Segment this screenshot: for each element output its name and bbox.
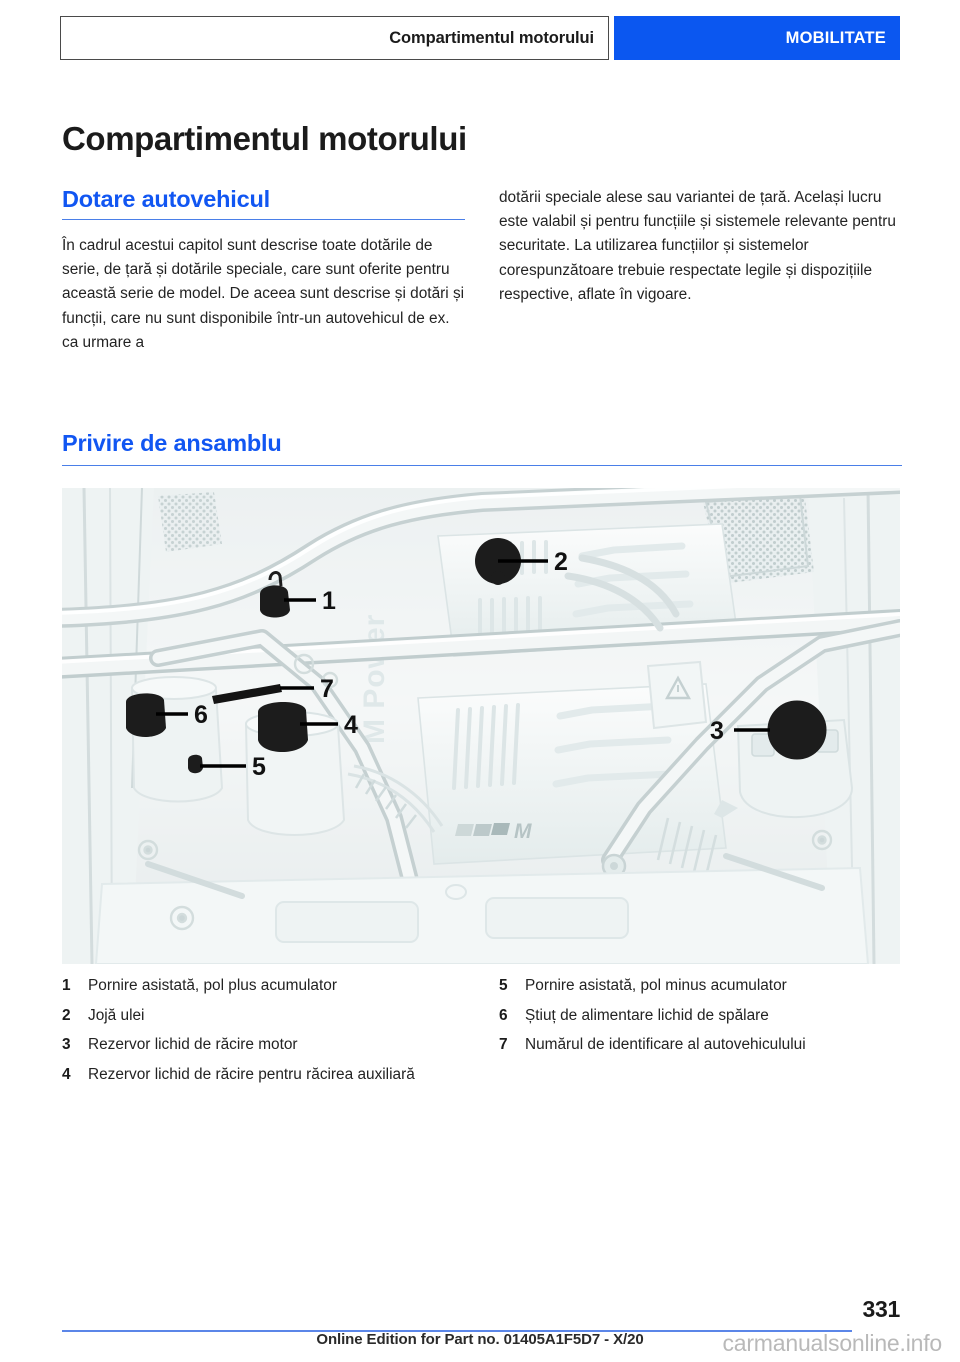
corrugated-boot-right xyxy=(656,817,718,877)
legend-number: 6 xyxy=(499,1006,508,1024)
legend-label: Rezervor lichid de răcire motor xyxy=(88,1036,298,1053)
page-title: Compartimentul motorului xyxy=(62,120,467,158)
bolts xyxy=(137,653,833,931)
legend-number: 3 xyxy=(62,1036,71,1053)
intro-columns: Dotare autovehicul În cadrul acestui cap… xyxy=(62,186,902,355)
svg-text:2: 2 xyxy=(554,548,568,576)
legend-label: Numărul de identificare al autovehiculul… xyxy=(525,1036,806,1053)
header-chapter-label: Compartimentul motorului xyxy=(389,28,594,47)
m-power-text: M Power xyxy=(358,614,391,744)
svg-text:1: 1 xyxy=(322,587,336,615)
legend-number: 5 xyxy=(499,977,508,994)
site-watermark: carmanualsonline.info xyxy=(722,1330,942,1356)
illustration-legend: 1 Pornire asistată, pol plus acumulator … xyxy=(62,975,902,1093)
legend-item: 2 Jojă ulei xyxy=(62,1005,465,1027)
svg-text:6: 6 xyxy=(194,701,208,729)
m-logo: M xyxy=(455,820,532,843)
callout-6: 6 xyxy=(126,693,208,737)
callout-7: 7 xyxy=(212,675,334,704)
svg-text:M: M xyxy=(514,820,532,843)
strut-left-lower xyxy=(149,629,421,897)
footer-edition-note: Online Edition for Part no. 01405A1F5D7 … xyxy=(316,1331,644,1348)
intro-right-column: dotării speciale alese sau variantei de … xyxy=(499,186,902,355)
svg-text:4: 4 xyxy=(344,711,358,739)
warning-cap xyxy=(646,660,708,730)
callout-4: 4 xyxy=(258,701,358,752)
svg-text:7: 7 xyxy=(320,675,334,703)
legend-label: Jojă ulei xyxy=(88,1006,145,1024)
overview-section-heading: Privire de ansamblu xyxy=(62,430,282,456)
legend-item: 7 Numărul de identificare al autovehicul… xyxy=(499,1034,902,1056)
header-section-label: MOBILITATE xyxy=(785,28,886,47)
wiper-arms xyxy=(145,853,825,899)
callout-1: 1 xyxy=(260,571,336,618)
engine-bay-diagram: M M Power xyxy=(62,488,900,964)
callout-2: 2 xyxy=(475,538,568,585)
header-section-tab: MOBILITATE xyxy=(614,16,900,60)
legend-item: 4 Rezervor lichid de răcire pentru răcir… xyxy=(62,1064,465,1086)
legend-number: 7 xyxy=(499,1036,508,1053)
cowl-panel xyxy=(94,866,870,964)
legend-item: 5 Pornire asistată, pol minus acumulator xyxy=(499,975,902,997)
legend-label: Pornire asistată, pol minus acumulator xyxy=(525,977,787,994)
legend-item: 6 Știuț de alimentare lichid de spălare xyxy=(499,1005,902,1027)
svg-text:3: 3 xyxy=(710,717,724,745)
overview-section: Privire de ansamblu xyxy=(62,430,902,466)
legend-item: 1 Pornire asistată, pol plus acumulator xyxy=(62,975,465,997)
equipment-right-paragraph: dotării speciale alese sau variantei de … xyxy=(499,189,896,303)
legend-label: Pornire asistată, pol plus acumulator xyxy=(88,977,337,994)
strut-right-lower xyxy=(601,619,900,879)
legend-number: 4 xyxy=(62,1065,71,1083)
page-header: Compartimentul motorului MOBILITATE xyxy=(60,16,900,60)
engine-compartment-illustration: M M Power xyxy=(62,488,900,964)
legend-label: Rezervor lichid de răcire pentru răcirea… xyxy=(88,1065,415,1083)
svg-text:M Power: M Power xyxy=(358,614,391,744)
header-chapter-tab: Compartimentul motorului xyxy=(60,16,609,60)
page-number: 331 xyxy=(862,1296,901,1322)
corrugated-hose xyxy=(347,764,444,833)
callout-3: 3 xyxy=(710,700,827,760)
legend-number: 2 xyxy=(62,1006,71,1024)
intro-left-column: Dotare autovehicul În cadrul acestui cap… xyxy=(62,186,465,355)
overview-heading-rule xyxy=(62,465,902,466)
equipment-section-heading: Dotare autovehicul xyxy=(62,186,270,212)
hose-bundle xyxy=(564,554,680,632)
legend-left-column: 1 Pornire asistată, pol plus acumulator … xyxy=(62,975,465,1093)
footer-rule xyxy=(62,1330,852,1332)
legend-item: 3 Rezervor lichid de răcire motor xyxy=(62,1034,465,1056)
legend-number: 1 xyxy=(62,977,71,994)
legend-right-column: 5 Pornire asistată, pol minus acumulator… xyxy=(499,975,902,1093)
equipment-left-paragraph: În cadrul acestui capitol sunt descrise … xyxy=(62,237,465,351)
strut-brace-upper xyxy=(62,488,900,628)
equipment-heading-rule xyxy=(62,219,465,220)
callout-5: 5 xyxy=(188,753,266,781)
legend-label: Știuț de alimentare lichid de spălare xyxy=(525,1006,769,1024)
svg-text:5: 5 xyxy=(252,753,266,781)
